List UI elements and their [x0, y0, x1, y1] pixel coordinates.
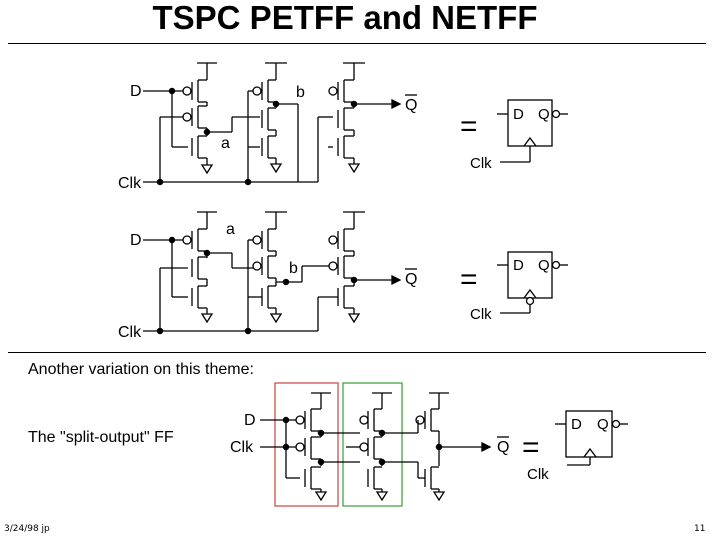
netff-stage1-transistors	[182, 211, 253, 324]
petff-clk-label: Clk	[118, 175, 142, 192]
netff-node-b-label: b	[289, 260, 298, 277]
split-output-label: The "split-output" FF	[28, 429, 174, 446]
split-clk-label: Clk	[230, 439, 254, 456]
petff-node-a-label: a	[221, 135, 230, 152]
split-flipflop-symbol: D Q Clk	[527, 410, 628, 483]
petff-circuit: D Clk a b Q	[118, 62, 568, 192]
netff-stage3-transistors	[328, 211, 402, 324]
petff-q-label: Q	[405, 97, 417, 114]
split-output-circuit: D Clk Q	[230, 382, 628, 507]
netff-equals-sign: =	[460, 263, 478, 296]
split-stage2-transistors	[359, 392, 418, 502]
petff-stage1-transistors	[182, 62, 260, 175]
section-divider	[8, 352, 706, 353]
petff-stage2-transistors	[247, 62, 333, 183]
stage2-highlight-box	[342, 382, 403, 507]
petff-equals-sign: =	[460, 110, 478, 143]
netff-flipflop-symbol: D Q Clk	[470, 251, 568, 323]
petff-symbol-d: D	[513, 106, 524, 123]
split-stage1-transistors	[295, 392, 360, 502]
petff-stage3-transistors	[328, 62, 402, 174]
netff-symbol-clk: Clk	[470, 306, 492, 323]
netff-symbol-d: D	[513, 257, 524, 274]
split-equals-sign: =	[522, 431, 540, 464]
footer-page-number: 11	[694, 524, 706, 534]
slide-title: TSPC PETFF and NETFF	[152, 0, 538, 36]
netff-clk-label: Clk	[118, 324, 142, 341]
netff-q-label: Q	[405, 271, 417, 288]
petff-symbol-clk: Clk	[470, 155, 492, 172]
netff-circuit: D Clk a b Q	[118, 211, 568, 341]
footer-date: 3/24/98 jp	[4, 524, 50, 534]
petff-d-label: D	[130, 83, 142, 100]
netff-stage2-transistors	[247, 211, 338, 331]
netff-symbol-q: Q	[538, 257, 550, 274]
split-symbol-q: Q	[597, 416, 609, 433]
netff-node-a-label: a	[226, 221, 235, 238]
split-symbol-d: D	[571, 416, 582, 433]
petff-flipflop-symbol: D Q Clk	[470, 99, 568, 172]
petff-symbol-q: Q	[538, 106, 550, 123]
variation-caption: Another variation on this theme:	[28, 361, 254, 378]
split-symbol-clk: Clk	[527, 466, 549, 483]
split-q-label: Q	[497, 439, 509, 456]
petff-node-b-label: b	[296, 84, 305, 101]
netff-d-label: D	[130, 232, 142, 249]
title-rule	[8, 43, 706, 44]
split-stage3-transistors	[415, 392, 492, 502]
stage1-highlight-box	[274, 382, 339, 507]
split-d-label: D	[244, 412, 256, 429]
